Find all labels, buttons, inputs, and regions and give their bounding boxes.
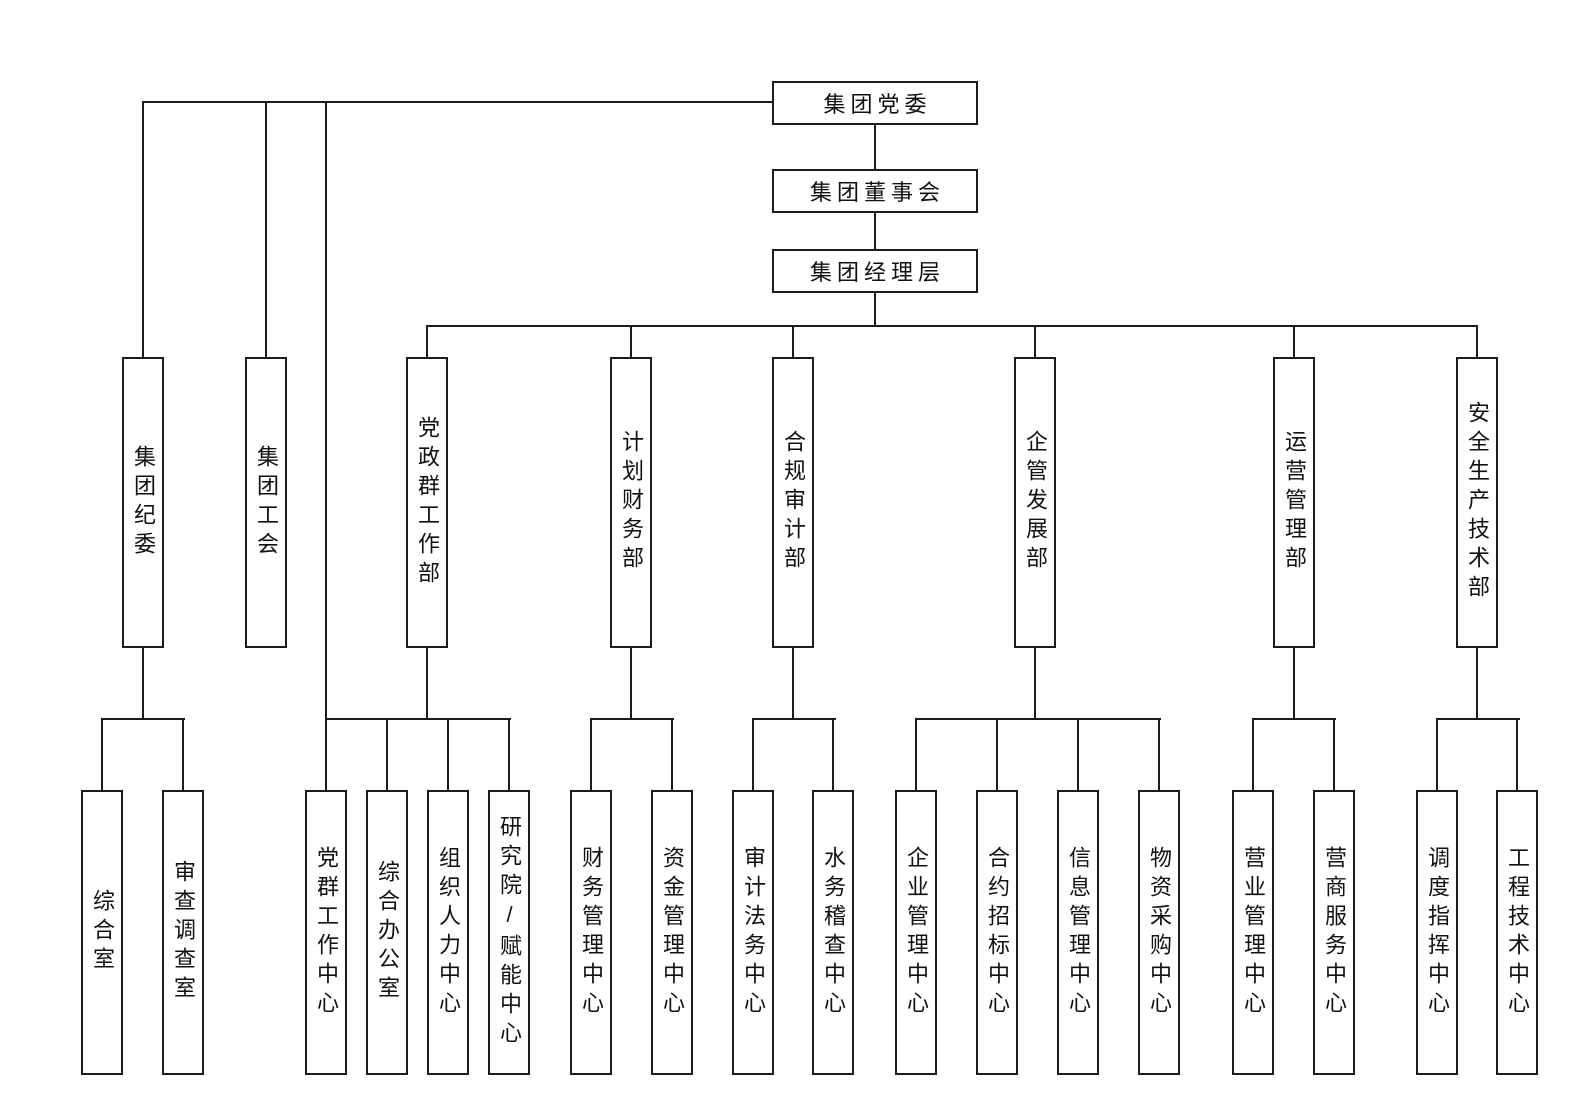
node-dispatch-command-center: 调度指挥中心 — [1416, 790, 1458, 1075]
connector-line — [832, 718, 834, 790]
connector-line — [265, 101, 267, 357]
connector-line — [590, 718, 674, 720]
connector-line — [996, 718, 998, 790]
node-party-mass-work-center: 党群工作中心 — [305, 790, 347, 1075]
connector-line — [325, 718, 511, 720]
connector-line — [386, 718, 388, 790]
node-info-mgmt-center: 信息管理中心 — [1057, 790, 1099, 1075]
connector-line — [792, 648, 794, 720]
connector-line — [142, 101, 144, 357]
connector-line — [1077, 718, 1079, 790]
node-group-board-of-directors: 集团董事会 — [772, 169, 978, 213]
connector-line — [426, 648, 428, 720]
node-water-inspection-center: 水务稽查中心 — [812, 790, 854, 1075]
connector-line — [1436, 718, 1438, 790]
node-engineering-tech-center: 工程技术中心 — [1496, 790, 1538, 1075]
node-group-labor-union: 集团工会 — [245, 357, 287, 648]
connector-line — [325, 101, 327, 790]
connector-line — [143, 101, 772, 103]
node-materials-procurement-center: 物资采购中心 — [1138, 790, 1180, 1075]
node-business-mgmt-center: 营业管理中心 — [1232, 790, 1274, 1075]
connector-line — [1034, 648, 1036, 720]
node-comprehensive-office: 综合办公室 — [366, 790, 408, 1075]
node-funds-mgmt-center: 资金管理中心 — [651, 790, 693, 1075]
node-group-management: 集团经理层 — [772, 249, 978, 293]
connector-line — [915, 718, 917, 790]
connector-line — [1293, 648, 1295, 720]
connector-line — [915, 718, 1161, 720]
connector-line — [874, 293, 876, 326]
node-general-office: 综合室 — [81, 790, 123, 1075]
connector-line — [1034, 325, 1036, 359]
node-party-gov-mass-work-dept: 党政群工作部 — [406, 357, 448, 648]
connector-line — [1516, 718, 1518, 790]
connector-line — [447, 718, 449, 790]
connector-line — [630, 648, 632, 720]
node-finance-mgmt-center: 财务管理中心 — [570, 790, 612, 1075]
connector-line — [590, 718, 592, 790]
connector-line — [1476, 648, 1478, 720]
node-enterprise-mgmt-dev-dept: 企管发展部 — [1014, 357, 1056, 648]
connector-line — [1476, 325, 1478, 359]
node-org-hr-center: 组织人力中心 — [427, 790, 469, 1075]
connector-line — [1333, 718, 1335, 790]
node-review-investigation-office: 审查调查室 — [162, 790, 204, 1075]
connector-line — [874, 213, 876, 249]
connector-line — [426, 325, 428, 359]
node-contract-bidding-center: 合约招标中心 — [976, 790, 1018, 1075]
connector-line — [752, 718, 754, 790]
node-group-party-committee: 集团党委 — [772, 81, 978, 125]
node-safety-production-tech-dept: 安全生产技术部 — [1456, 357, 1498, 648]
connector-line — [752, 718, 836, 720]
connector-line — [508, 718, 510, 790]
connector-line — [101, 718, 185, 720]
connector-line — [671, 718, 673, 790]
connector-line — [792, 325, 794, 359]
node-enterprise-mgmt-center: 企业管理中心 — [895, 790, 937, 1075]
connector-line — [1158, 718, 1160, 790]
connector-line — [1252, 718, 1336, 720]
connector-line — [874, 125, 876, 169]
node-operations-mgmt-dept: 运营管理部 — [1273, 357, 1315, 648]
node-planning-finance-dept: 计划财务部 — [610, 357, 652, 648]
connector-line — [426, 325, 1478, 327]
connector-line — [1252, 718, 1254, 790]
connector-line — [101, 718, 103, 790]
node-compliance-audit-dept: 合规审计部 — [772, 357, 814, 648]
connector-line — [1436, 718, 1520, 720]
connector-line — [1293, 325, 1295, 359]
node-audit-legal-center: 审计法务中心 — [732, 790, 774, 1075]
connector-line — [182, 718, 184, 790]
connector-line — [142, 648, 144, 720]
node-business-service-center: 营商服务中心 — [1313, 790, 1355, 1075]
node-research-empowerment-center: 研究院/赋能中心 — [488, 790, 530, 1075]
connector-line — [630, 325, 632, 359]
node-group-discipline-committee: 集团纪委 — [122, 357, 164, 648]
